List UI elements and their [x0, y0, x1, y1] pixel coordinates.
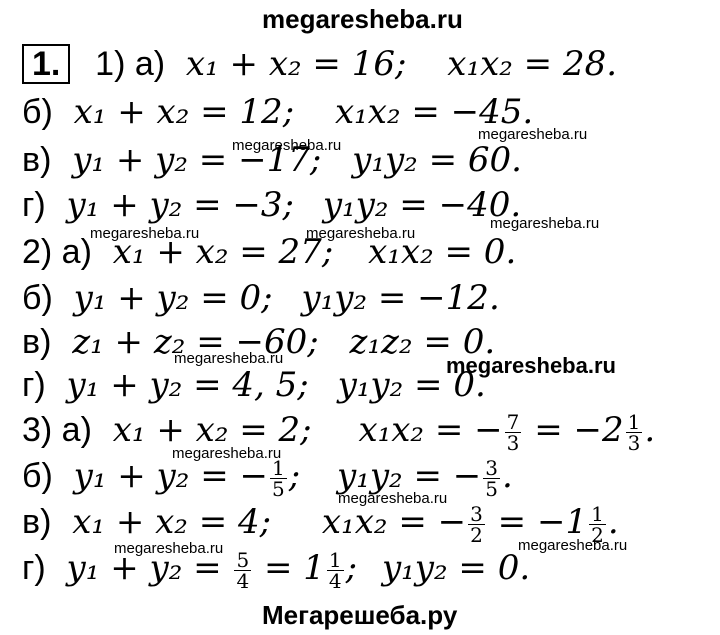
product-equation: y₁y₂ = 0.	[381, 548, 531, 588]
footer-watermark: Мегарешеба.ру	[262, 600, 458, 630]
line-label: б)	[22, 279, 53, 317]
watermark-small: megaresheba.ru	[518, 537, 628, 554]
line-label: б)	[22, 93, 53, 131]
line-label: в)	[22, 141, 52, 179]
product-equation: x₁x₂ = −45.	[334, 92, 534, 132]
sum-equation: z₁ + z₂ = −60;	[72, 322, 319, 362]
watermark-small: megaresheba.ru	[172, 445, 282, 462]
sum-equation: x₁ + x₂ = 12;	[73, 92, 295, 132]
task-number-box: 1.	[22, 44, 71, 84]
sum-equation: x₁ + x₂ = 27;	[112, 232, 334, 272]
product-equation: y₁y₂ = −40.	[322, 185, 522, 225]
watermark-small: megaresheba.ru	[114, 540, 224, 557]
line-label: 2) а)	[22, 233, 92, 271]
header-watermark: megaresheba.ru	[262, 4, 463, 34]
line-label: г)	[22, 186, 46, 224]
line-label: 1) а)	[95, 45, 166, 83]
product-equation: x₁x₂ = 0.	[368, 232, 517, 272]
product-equation: y₁y₂ = −12.	[301, 278, 500, 318]
watermark-small: megaresheba.ru	[478, 126, 588, 143]
product-equation: x₁x₂ = 28.	[447, 44, 618, 84]
solution-line-4: г) y₁ + y₂ = −3; y₁y₂ = −40.	[22, 185, 521, 225]
watermark-small: megaresheba.ru	[338, 490, 448, 507]
solution-line-2: б) x₁ + x₂ = 12; x₁x₂ = −45.	[22, 92, 533, 132]
sum-equation: y₁ + y₂ = −17;	[72, 140, 322, 180]
line-label: г)	[22, 549, 46, 587]
watermark-small: megaresheba.ru	[90, 225, 200, 242]
solution-line-7: в) z₁ + z₂ = −60; z₁z₂ = 0.	[22, 322, 495, 362]
watermark-small: megaresheba.ru	[490, 215, 600, 232]
solution-line-8: г) y₁ + y₂ = 4, 5; y₁y₂ = 0.	[22, 365, 486, 405]
solution-line-5: 2) а) x₁ + x₂ = 27; x₁x₂ = 0.	[22, 232, 516, 272]
watermark-medium: megaresheba.ru	[446, 353, 616, 378]
product-equation: y₁y₂ = 60.	[352, 140, 522, 180]
sum-equation: y₁ + y₂ = −3;	[66, 185, 295, 225]
line-label: б)	[22, 457, 53, 495]
watermark-small: megaresheba.ru	[232, 137, 342, 154]
solution-line-3: в) y₁ + y₂ = −17; y₁y₂ = 60.	[22, 140, 522, 180]
sum-equation: x₁ + x₂ = 16;	[185, 44, 407, 84]
sum-equation: y₁ + y₂ = 4, 5;	[66, 365, 309, 405]
sum-equation: x₁ + x₂ = 2;	[112, 410, 312, 450]
solution-line-6: б) y₁ + y₂ = 0; y₁y₂ = −12.	[22, 278, 500, 318]
product-equation: z₁z₂ = 0.	[349, 322, 496, 362]
line-label: 3) а)	[22, 411, 92, 449]
solution-line-1: 1. 1) а) x₁ + x₂ = 16; x₁x₂ = 28.	[22, 44, 617, 84]
line-label: г)	[22, 366, 46, 404]
line-label: в)	[22, 323, 52, 361]
watermark-small: megaresheba.ru	[174, 350, 284, 367]
product-equation: y₁y₂ = 0.	[337, 365, 486, 405]
sum-equation: x₁ + x₂ = 4;	[72, 502, 272, 542]
line-label: в)	[22, 503, 52, 541]
sum-equation: y₁ + y₂ = 0;	[73, 278, 273, 318]
watermark-small: megaresheba.ru	[306, 225, 416, 242]
